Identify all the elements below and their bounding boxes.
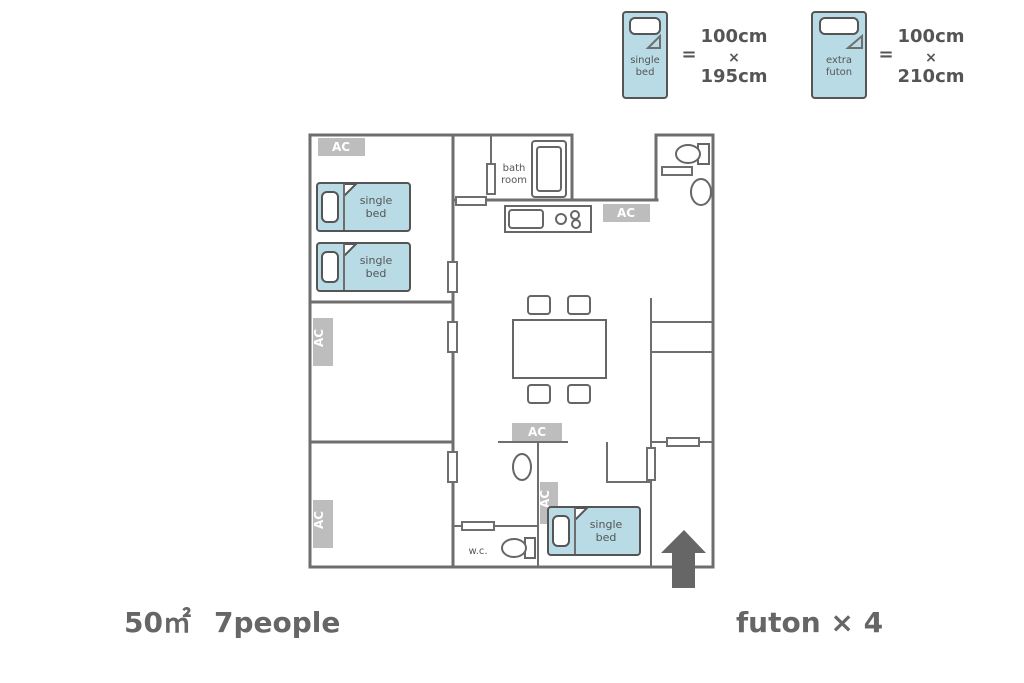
legend-extra-futon-length: 210cm (898, 66, 965, 87)
legend-single-bed-equals: = (681, 44, 696, 65)
ac-bedroom-2 (313, 318, 333, 366)
bed-label-1: single (360, 194, 393, 207)
washbasin-icon (512, 453, 532, 481)
legend-extra-futon-label-2: futon (826, 67, 852, 78)
chair-icon (567, 295, 591, 315)
area-label: 50㎡ (124, 606, 191, 639)
door-wc (461, 521, 495, 531)
chair-icon (527, 384, 551, 404)
dining-table-icon (512, 319, 607, 379)
toilet-icon (675, 144, 701, 164)
entrance-arrow-icon (661, 530, 706, 588)
ac-label: AC (528, 425, 546, 439)
ac-hall (512, 423, 562, 441)
single-bed-icon (316, 182, 411, 232)
doors (447, 163, 700, 531)
legend-futon-fold-icon (845, 33, 863, 49)
dining-set (512, 295, 607, 404)
legend-extra-futon-times: × (925, 50, 937, 66)
door-entry-side (646, 447, 656, 481)
legend-single-bed: single bed = 100cm × 195cm (622, 11, 768, 99)
legend-single-bed-length: 195cm (701, 66, 768, 87)
toilet-top (675, 143, 712, 206)
legend-single-bed-times: × (728, 50, 740, 66)
legend-single-bed-label-2: bed (636, 67, 655, 78)
stove-burner-icon (570, 210, 580, 220)
washbasin-icon (690, 178, 712, 206)
futon-count-label: futon × 4 (736, 606, 883, 639)
wc: w.c. (468, 453, 536, 559)
stove-burner-icon (555, 213, 567, 225)
bath-label-2: room (501, 175, 527, 186)
bathtub-inner-icon (536, 146, 562, 192)
legend-single-bed-label-1: single (630, 55, 660, 66)
chair-icon (527, 295, 551, 315)
door-bedroom-1 (447, 261, 458, 293)
door-bath-inner (486, 163, 496, 195)
wall-step (606, 442, 651, 483)
ac-bedroom-1 (318, 138, 365, 156)
ac-label: AC (312, 329, 326, 347)
sink-icon (508, 209, 544, 229)
people-label: 7people (214, 606, 340, 639)
ac-living (603, 204, 650, 222)
ac-label: AC (312, 511, 326, 529)
pillow-icon (321, 191, 339, 223)
bathroom: bath room (501, 140, 567, 198)
stove-burner-icon (571, 219, 581, 229)
bed-label-2: bed (366, 207, 387, 220)
legend-extra-futon: extra futon = 100cm × 210cm (811, 11, 965, 99)
door-entry (666, 437, 700, 447)
ac-label: AC (538, 490, 552, 508)
bed-label-2: bed (596, 531, 617, 544)
bed-2: single bed (316, 242, 411, 292)
door-bath (455, 196, 487, 206)
kitchen-counter (504, 205, 592, 233)
bath-label-1: bath (503, 163, 526, 174)
pillow-icon (321, 251, 339, 283)
legend-sheet-fold-icon (645, 33, 661, 49)
single-bed-icon (316, 242, 411, 292)
bed-3: single bed (547, 506, 641, 556)
door-toilet (661, 166, 693, 176)
legend-single-bed-width: 100cm (701, 26, 768, 47)
chair-icon (567, 384, 591, 404)
ac-label: AC (332, 140, 350, 154)
bed-1: single bed (316, 182, 411, 232)
bed-label-1: single (590, 518, 623, 531)
legend-futon-pillow-icon (819, 17, 859, 35)
legend-extra-futon-label-1: extra (826, 55, 852, 66)
wc-label: w.c. (468, 546, 487, 557)
legend-extra-futon-width: 100cm (898, 26, 965, 47)
door-bedroom-3 (447, 451, 458, 483)
bed-label-2: bed (366, 267, 387, 280)
single-bed-icon (547, 506, 641, 556)
toilet-icon (501, 538, 527, 558)
door-bedroom-2 (447, 321, 458, 353)
legend-pillow-icon (629, 17, 661, 35)
ac-label: AC (617, 206, 635, 220)
ac-bedroom-3 (313, 500, 333, 548)
bed-label-1: single (360, 254, 393, 267)
legend-extra-futon-equals: = (878, 44, 893, 65)
pillow-icon (552, 515, 570, 547)
